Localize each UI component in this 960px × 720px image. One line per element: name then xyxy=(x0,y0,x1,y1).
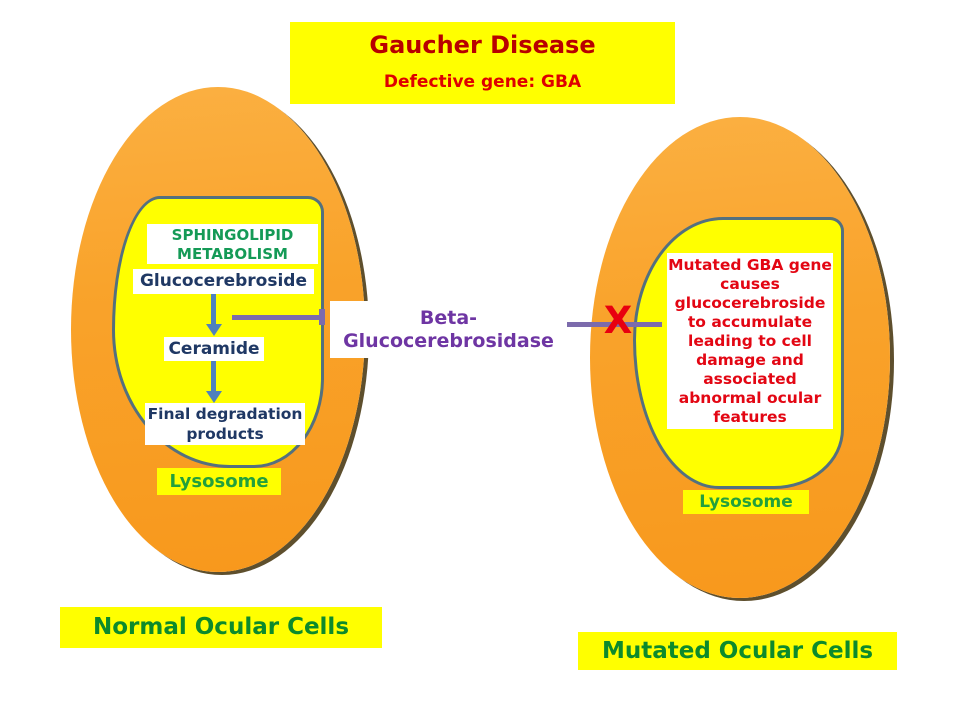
step-ceramide: Ceramide xyxy=(164,337,264,361)
sphingolipid-line2: METABOLISM xyxy=(177,245,288,263)
step-glucocerebroside: Glucocerebroside xyxy=(133,269,314,294)
enzyme-connector-left-line xyxy=(232,315,324,320)
mutated-gba-description: Mutated GBA gene causes glucocerebroside… xyxy=(667,253,833,429)
title-box: Gaucher Disease Defective gene: GBA xyxy=(290,22,675,104)
enzyme-line2: Glucocerebrosidase xyxy=(343,330,554,352)
sphingolipid-line1: SPHINGOLIPID xyxy=(171,226,294,244)
lysosome-label-right: Lysosome xyxy=(683,490,809,514)
lysosome-label-left: Lysosome xyxy=(157,468,281,495)
down-arrow-icon xyxy=(206,294,222,336)
normal-ocular-cells-label: Normal Ocular Cells xyxy=(60,607,382,648)
down-arrow-icon xyxy=(206,361,222,403)
step-final-degradation-products: Final degradation products xyxy=(145,403,305,445)
enzyme-label: Beta- Glucocerebrosidase xyxy=(330,301,567,358)
blocked-x-mark: X xyxy=(603,299,633,342)
enzyme-line1: Beta- xyxy=(419,307,478,329)
disease-title: Gaucher Disease xyxy=(369,31,596,59)
enzyme-connector-right-line xyxy=(566,322,662,327)
mutated-ocular-cells-label: Mutated Ocular Cells xyxy=(578,632,897,670)
defective-gene-subtitle: Defective gene: GBA xyxy=(383,72,582,92)
arrow-head xyxy=(206,391,222,403)
enzyme-connector-end-cap xyxy=(319,309,325,325)
arrow-head xyxy=(206,324,222,336)
arrow-shaft xyxy=(211,361,216,392)
sphingolipid-metabolism-box: SPHINGOLIPID METABOLISM xyxy=(147,224,318,264)
arrow-shaft xyxy=(211,294,216,325)
